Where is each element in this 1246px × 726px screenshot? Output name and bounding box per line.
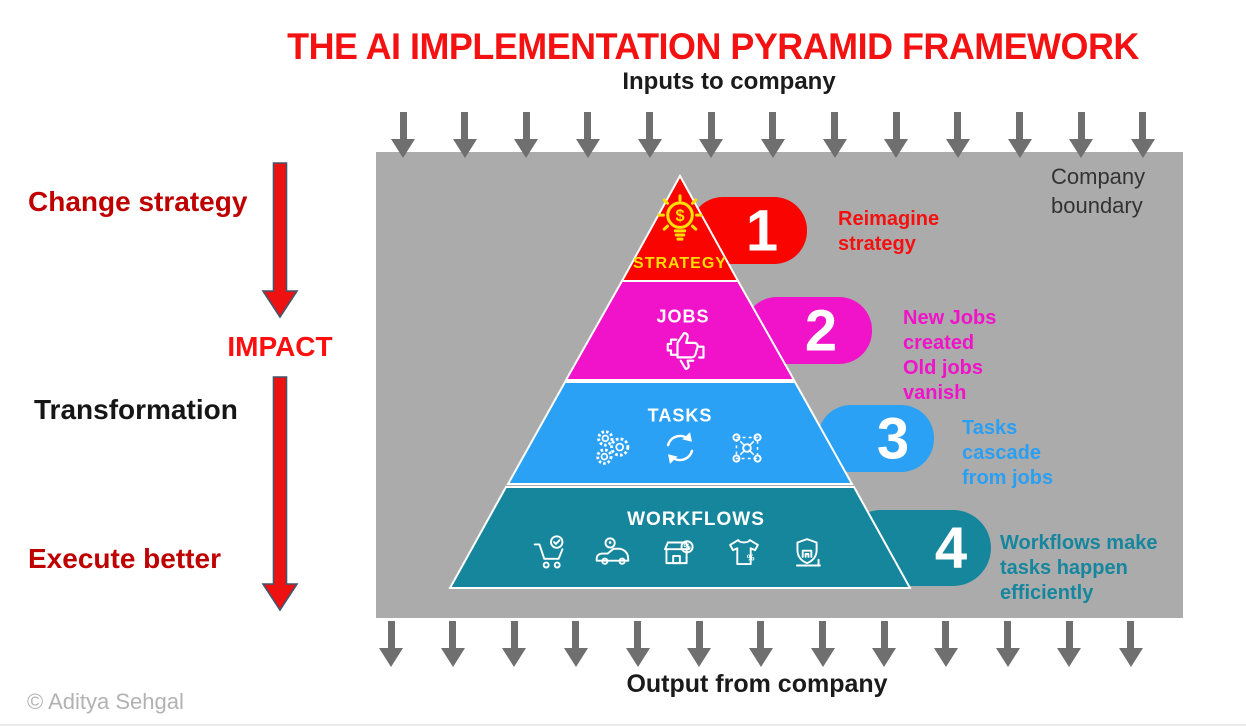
level-1-name: STRATEGY [633, 255, 727, 272]
down-arrow-icon [822, 112, 847, 158]
gears-icon [590, 425, 636, 471]
cycle-arrows-icon [657, 425, 703, 471]
change-strategy-label: Change strategy [28, 186, 248, 217]
level-3-number: 3 [876, 406, 910, 472]
level-4-annotation: Workflows make tasks happen efficiently [1000, 532, 1158, 604]
down-arrow-icon [452, 112, 477, 158]
shield-building-icon [785, 531, 831, 577]
down-arrow-icon [625, 621, 650, 667]
impact-arrow-lower [261, 376, 299, 612]
down-arrow-icon [933, 621, 958, 667]
down-arrow-icon [810, 621, 835, 667]
level-2-number: 2 [804, 298, 838, 364]
svg-text:$: $ [675, 207, 684, 225]
down-arrow-icon [563, 621, 588, 667]
network-nodes-icon [724, 425, 770, 471]
impact-label: IMPACT [227, 331, 333, 362]
down-arrow-icon [699, 112, 724, 158]
thumbs-up-down-icon [658, 325, 710, 377]
level-4-name: WORKFLOWS [627, 509, 765, 530]
output-arrows-row [379, 621, 1143, 667]
shopping-cart-icon [527, 531, 573, 577]
down-arrow-icon [514, 112, 539, 158]
inputs-label: Inputs to company [622, 68, 836, 95]
credit-text: © Aditya Sehgal [27, 689, 184, 714]
down-arrow-icon [1069, 112, 1094, 158]
delivery-vehicle-icon [590, 531, 636, 577]
transformation-label: Transformation [34, 394, 238, 425]
input-arrows-row [391, 112, 1155, 158]
tshirt-icon: % [721, 531, 767, 577]
down-arrow-icon [502, 621, 527, 667]
level-4-number: 4 [934, 515, 968, 581]
level-1-annotation: Reimagine strategy [838, 208, 940, 255]
down-arrow-icon [748, 621, 773, 667]
down-arrow-icon [995, 621, 1020, 667]
level-3-annotation: Tasks cascade from jobs [962, 417, 1054, 489]
level-3-name: TASKS [647, 405, 713, 426]
svg-text:%: % [683, 543, 691, 552]
down-arrow-icon [440, 621, 465, 667]
company-boundary-label: Company boundary [1051, 164, 1146, 218]
down-arrow-icon [687, 621, 712, 667]
storefront-icon: % [654, 531, 700, 577]
down-arrow-icon [760, 112, 785, 158]
execute-better-label: Execute better [28, 543, 221, 574]
level-1-number: 1 [745, 198, 779, 264]
impact-arrow-upper [261, 162, 299, 319]
down-arrow-icon [1007, 112, 1032, 158]
page-title: THE AI IMPLEMENTATION PYRAMID FRAMEWORK [287, 26, 1139, 67]
down-arrow-icon [575, 112, 600, 158]
down-arrow-icon [1057, 621, 1082, 667]
down-arrow-icon [945, 112, 970, 158]
bottom-divider [0, 724, 1246, 726]
lightbulb-dollar-icon: $ [652, 193, 708, 249]
down-arrow-icon [379, 621, 403, 667]
down-arrow-icon [1118, 621, 1143, 667]
output-label: Output from company [626, 670, 888, 698]
down-arrow-icon [884, 112, 909, 158]
svg-text:%: % [747, 553, 755, 563]
down-arrow-icon [637, 112, 662, 158]
down-arrow-icon [872, 621, 897, 667]
down-arrow-icon [391, 112, 415, 158]
down-arrow-icon [1130, 112, 1155, 158]
level-2-annotation: New Jobs created Old jobs vanish [903, 307, 997, 404]
